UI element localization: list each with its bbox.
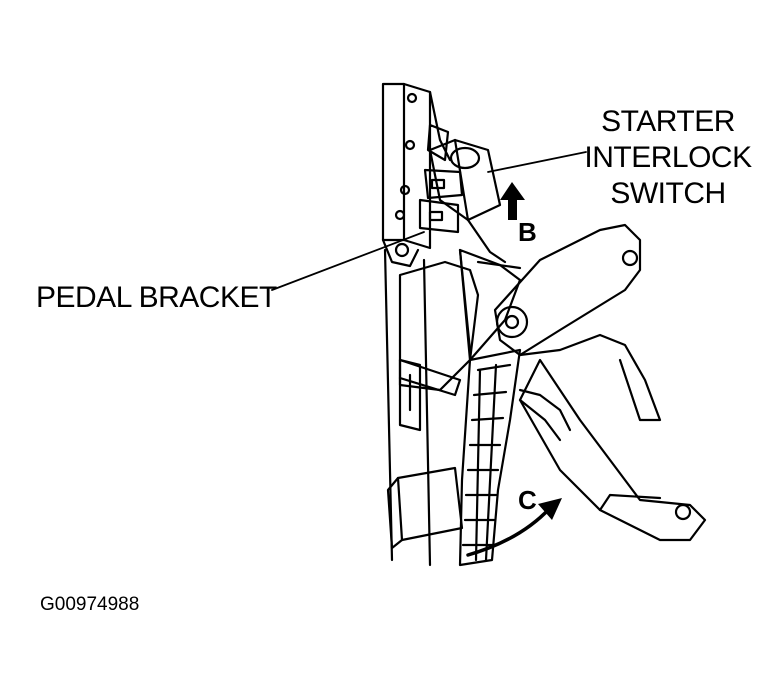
starter-label-line1: STARTER (601, 105, 735, 138)
lower-bracket-block (386, 358, 464, 550)
pedal-bracket-label: PEDAL BRACKET (36, 281, 277, 314)
pedal-bracket-rail (381, 82, 452, 567)
starter-interlock-switch (418, 123, 507, 264)
figure-id: G00974988 (40, 594, 140, 615)
starter-interlock-switch-label: STARTER INTERLOCK SWITCH (578, 104, 758, 212)
arrow-b-icon (500, 182, 525, 220)
arrow-c-head-icon (538, 498, 562, 520)
pedal-bracket-leader (271, 231, 425, 291)
pedal-lever (398, 223, 707, 542)
starter-label-line3: SWITCH (610, 177, 726, 210)
arrow-c-path (466, 506, 552, 557)
arrow-b-label: B (518, 217, 537, 247)
pedal-arm-ribbed (458, 348, 522, 567)
arrow-c-label: C (518, 485, 537, 515)
starter-label-line2: INTERLOCK (584, 141, 752, 174)
starter-switch-leader (487, 151, 587, 173)
